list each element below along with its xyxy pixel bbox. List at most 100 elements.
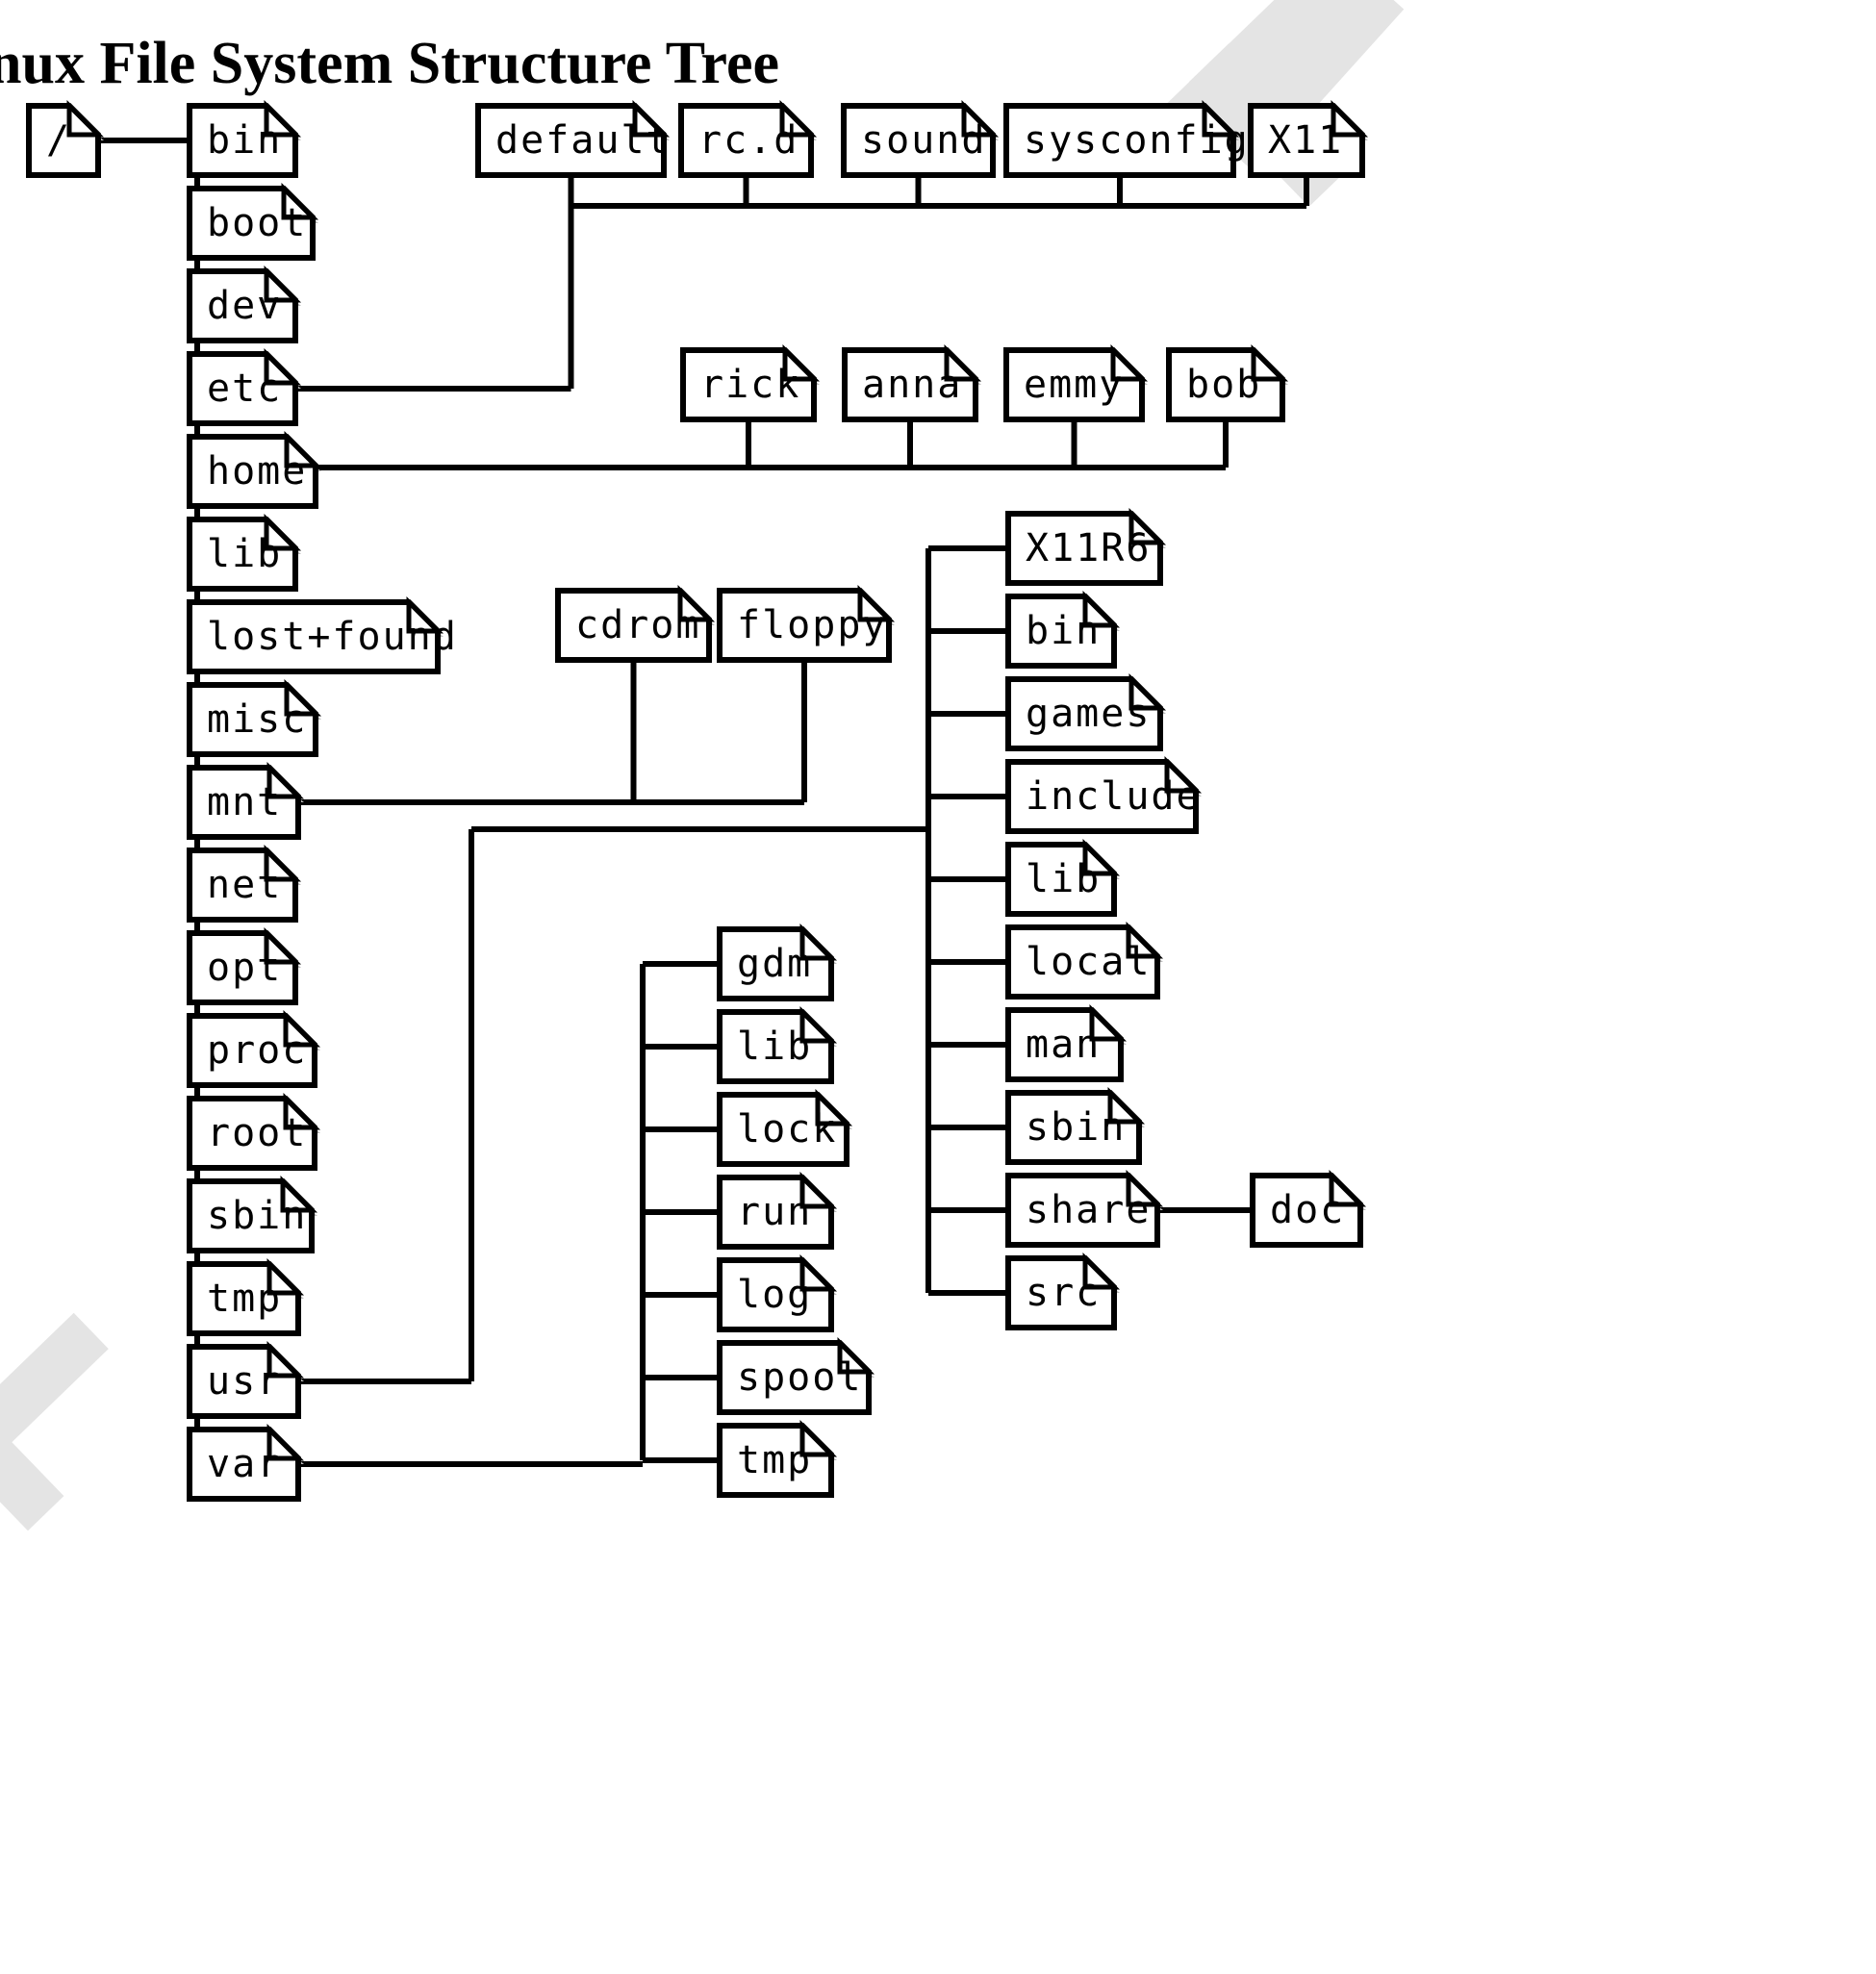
fold-corner-icon	[264, 513, 302, 551]
node-label: root	[207, 1111, 307, 1155]
node-body	[680, 347, 817, 422]
fold-corner-icon	[779, 99, 818, 138]
tree-node-var_tmp[interactable]: tmp	[717, 1419, 838, 1498]
node-label: bin	[1026, 609, 1101, 653]
tree-node-usr_share[interactable]: share	[1005, 1169, 1164, 1248]
node-label: etc	[207, 367, 282, 411]
tree-node-usr_x11r6[interactable]: X11R6	[1005, 507, 1167, 586]
tree-node-var_run[interactable]: run	[717, 1171, 838, 1250]
tree-node-mnt_cdrom[interactable]: cdrom	[555, 584, 716, 663]
fold-corner-icon	[782, 343, 821, 382]
tree-node-misc[interactable]: misc	[187, 678, 322, 757]
tree-node-net[interactable]: net	[187, 844, 302, 923]
node-body	[187, 682, 318, 757]
tree-node-etc_sound[interactable]: sound	[841, 99, 1000, 178]
page-title: nux File System Structure Tree	[0, 31, 779, 96]
node-label: tmp	[207, 1277, 282, 1321]
tree-node-var_lock[interactable]: lock	[717, 1088, 853, 1167]
tree-node-tmp[interactable]: tmp	[187, 1257, 305, 1336]
node-label: lock	[737, 1107, 837, 1152]
tree-node-boot[interactable]: boot	[187, 182, 319, 261]
tree-node-lib[interactable]: lib	[187, 513, 302, 592]
node-label: include	[1026, 774, 1202, 819]
fold-corner-icon	[1126, 1169, 1164, 1207]
node-label: X11R6	[1026, 526, 1151, 570]
tree-node-var[interactable]: var	[187, 1423, 305, 1502]
tree-node-usr_include[interactable]: include	[1005, 755, 1203, 834]
node-label: default	[495, 118, 672, 163]
node-label: opt	[207, 946, 282, 990]
fold-corner-icon	[1089, 1003, 1128, 1042]
node-label: log	[737, 1273, 812, 1317]
tree-node-var_lib[interactable]: lib	[717, 1005, 838, 1084]
fold-corner-icon	[266, 1257, 305, 1296]
tree-node-home_bob[interactable]: bob	[1166, 343, 1289, 422]
tree-node-var_spool[interactable]: spool	[717, 1336, 875, 1415]
node-label: X11	[1268, 118, 1343, 163]
node-body	[1003, 347, 1145, 422]
fold-corner-icon	[284, 678, 322, 717]
node-label: cdrom	[575, 603, 700, 647]
tree-node-usr_lib[interactable]: lib	[1005, 838, 1121, 917]
tree-node-etc[interactable]: etc	[187, 347, 302, 426]
fold-corner-icon	[837, 1336, 875, 1375]
node-label: bob	[1186, 363, 1261, 407]
fold-corner-icon	[1202, 99, 1240, 138]
node-label: lib	[737, 1025, 812, 1069]
tree-node-lostfound[interactable]: lost+found	[187, 595, 458, 674]
tree-node-usr_games[interactable]: games	[1005, 672, 1167, 751]
fold-corner-icon	[264, 926, 302, 965]
fold-corner-icon	[1082, 838, 1121, 876]
node-body	[1005, 759, 1199, 834]
tree-node-bin[interactable]: bin	[187, 99, 302, 178]
fold-corner-icon	[799, 1253, 838, 1292]
tree-node-dev[interactable]: dev	[187, 265, 302, 343]
tree-node-etc_default[interactable]: default	[475, 99, 672, 178]
tree-node-usr_local[interactable]: local	[1005, 921, 1164, 1000]
tree-node-home_emmy[interactable]: emmy	[1003, 343, 1149, 422]
tree-node-proc[interactable]: proc	[187, 1009, 321, 1088]
tree-node-sbin[interactable]: sbin	[187, 1175, 318, 1253]
node-label: sbin	[1026, 1105, 1126, 1150]
fold-corner-icon	[1128, 672, 1167, 711]
tree-node-usr_bin[interactable]: bin	[1005, 590, 1121, 669]
node-label: floppy	[737, 603, 888, 647]
node-body	[475, 103, 667, 178]
tree-node-etc_sysconfig[interactable]: sysconfig	[1003, 99, 1250, 178]
tree-node-etc_rcd[interactable]: rc.d	[678, 99, 818, 178]
tree-node-mnt_floppy[interactable]: floppy	[717, 584, 896, 663]
fold-corner-icon	[281, 182, 319, 220]
fold-corner-icon	[1331, 99, 1369, 138]
node-label: mnt	[207, 780, 282, 824]
tree-node-root[interactable]: /	[26, 99, 105, 178]
tree-node-var_gdm[interactable]: gdm	[717, 923, 838, 1001]
node-layer: /binbootdevetchomeliblost+foundmiscmntne…	[26, 99, 1369, 1502]
node-body	[717, 1340, 872, 1415]
fold-corner-icon	[284, 430, 322, 468]
tree-node-usr_sbin[interactable]: sbin	[1005, 1086, 1146, 1165]
tree-node-rootdir[interactable]: root	[187, 1092, 321, 1171]
tree-node-home_rick[interactable]: rick	[680, 343, 821, 422]
node-body	[1005, 924, 1160, 1000]
tree-node-mnt[interactable]: mnt	[187, 761, 305, 840]
node-label: lib	[1026, 857, 1101, 901]
node-label: home	[207, 449, 307, 494]
fold-corner-icon	[815, 1088, 853, 1126]
node-label: gdm	[737, 942, 812, 986]
tree-node-etc_x11[interactable]: X11	[1248, 99, 1369, 178]
node-label: local	[1026, 940, 1151, 984]
tree-node-usr[interactable]: usr	[187, 1340, 305, 1419]
tree-node-share_doc[interactable]: doc	[1250, 1169, 1367, 1248]
tree-node-home_anna[interactable]: anna	[842, 343, 982, 422]
fold-corner-icon	[283, 1092, 321, 1130]
node-body	[717, 1092, 849, 1167]
tree-node-usr_man[interactable]: man	[1005, 1003, 1128, 1082]
fold-corner-icon	[66, 99, 105, 138]
tree-node-usr_src[interactable]: src	[1005, 1252, 1121, 1330]
node-body	[841, 103, 996, 178]
tree-node-opt[interactable]: opt	[187, 926, 302, 1005]
tree-node-home[interactable]: home	[187, 430, 322, 509]
tree-node-var_log[interactable]: log	[717, 1253, 838, 1332]
node-label: tmp	[737, 1438, 812, 1482]
